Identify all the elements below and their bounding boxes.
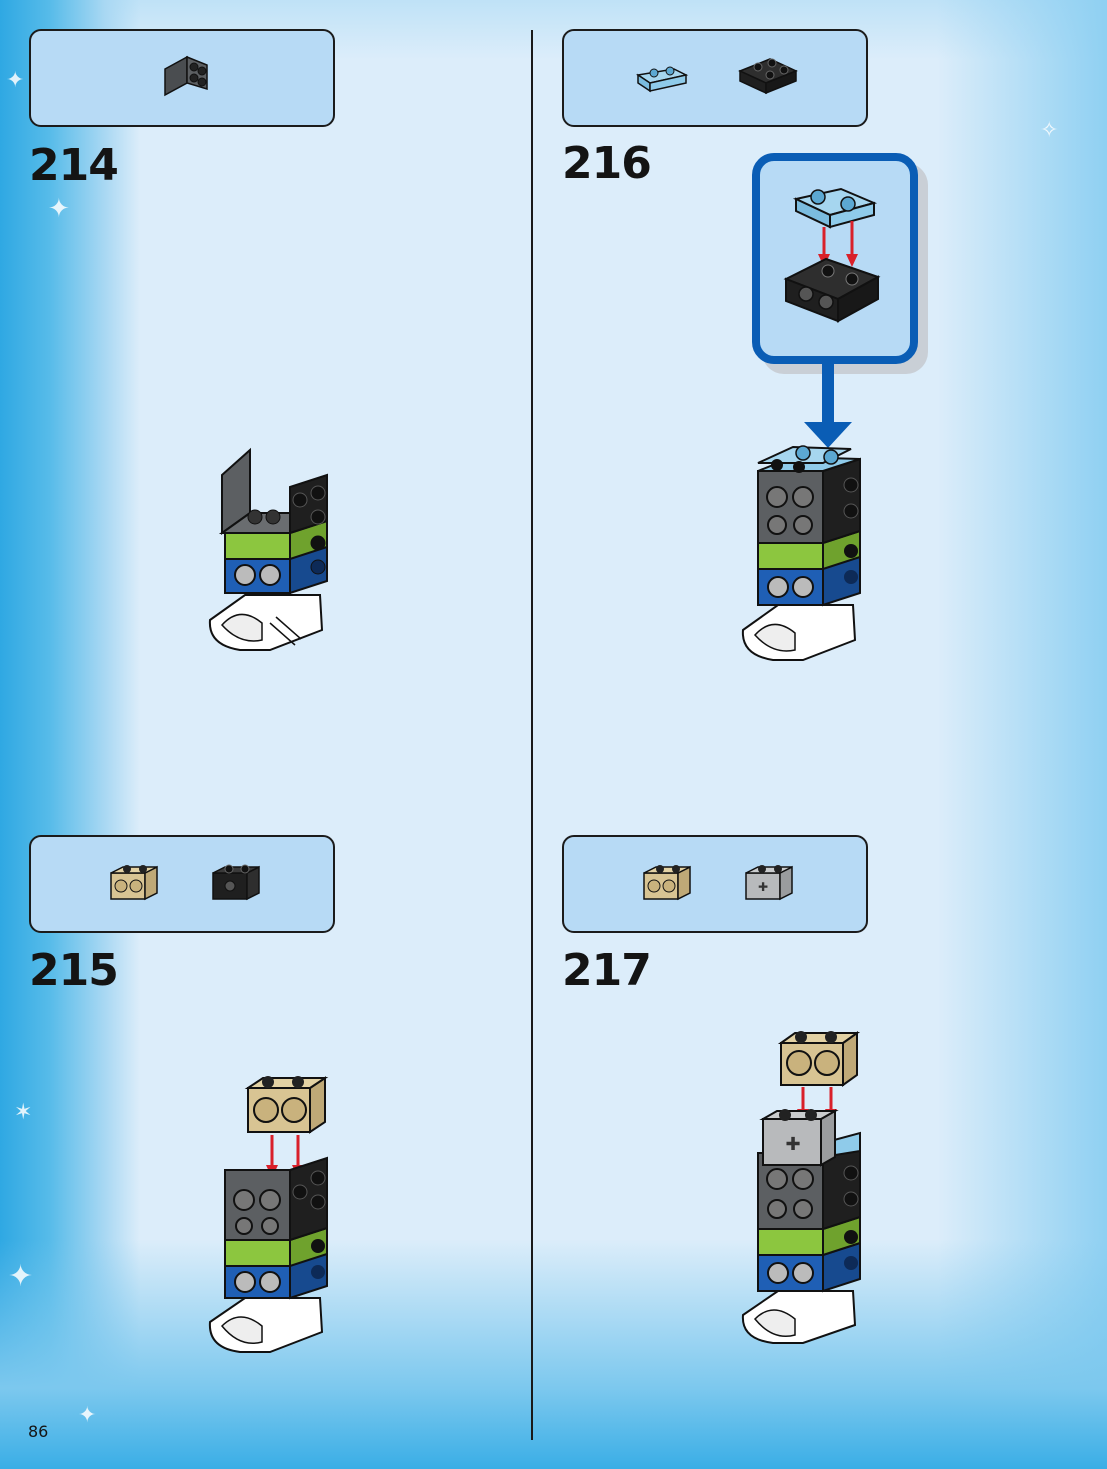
part-light-gray-axle-brick-icon: ✚: [740, 855, 800, 905]
step-number-216: 216: [562, 138, 651, 189]
part-light-blue-plate-icon: [634, 57, 694, 97]
background-bottom-glow: [0, 1239, 1107, 1469]
subassembly-illustration: [756, 159, 896, 339]
model-step-215: [200, 1060, 350, 1350]
part-tan-technic-brick-icon: [638, 855, 698, 905]
page-number: 86: [28, 1422, 48, 1441]
parts-box-step-216: [562, 29, 868, 127]
step-number-215: 215: [29, 945, 118, 996]
svg-text:✚: ✚: [785, 1134, 800, 1155]
parts-box-step-217: ✚: [562, 835, 868, 933]
subassembly-callout: [752, 153, 918, 364]
snowflake-icon: ✦: [6, 70, 24, 92]
step-number-214: 214: [29, 140, 118, 191]
part-tan-technic-brick-icon: [105, 855, 165, 905]
model-step-217: ✚: [733, 1015, 893, 1345]
snowflake-icon: ✦: [48, 196, 70, 222]
parts-box-step-215: [29, 835, 335, 933]
snowflake-icon: ✦: [78, 1405, 96, 1427]
svg-text:✚: ✚: [758, 880, 768, 894]
model-step-216: [733, 435, 883, 665]
snowflake-icon: ✦: [8, 1262, 33, 1292]
step-number-217: 217: [562, 945, 651, 996]
part-dark-gray-bracket-icon: [157, 49, 217, 99]
snowflake-icon: ✧: [1040, 120, 1058, 142]
column-divider: [531, 30, 533, 1440]
part-black-technic-brick-icon: [207, 855, 267, 905]
model-step-214: [200, 445, 340, 665]
snowflake-icon: ✶: [14, 1102, 32, 1124]
part-black-plate-pin-holes-icon: [734, 49, 804, 99]
parts-box-step-214: [29, 29, 335, 127]
